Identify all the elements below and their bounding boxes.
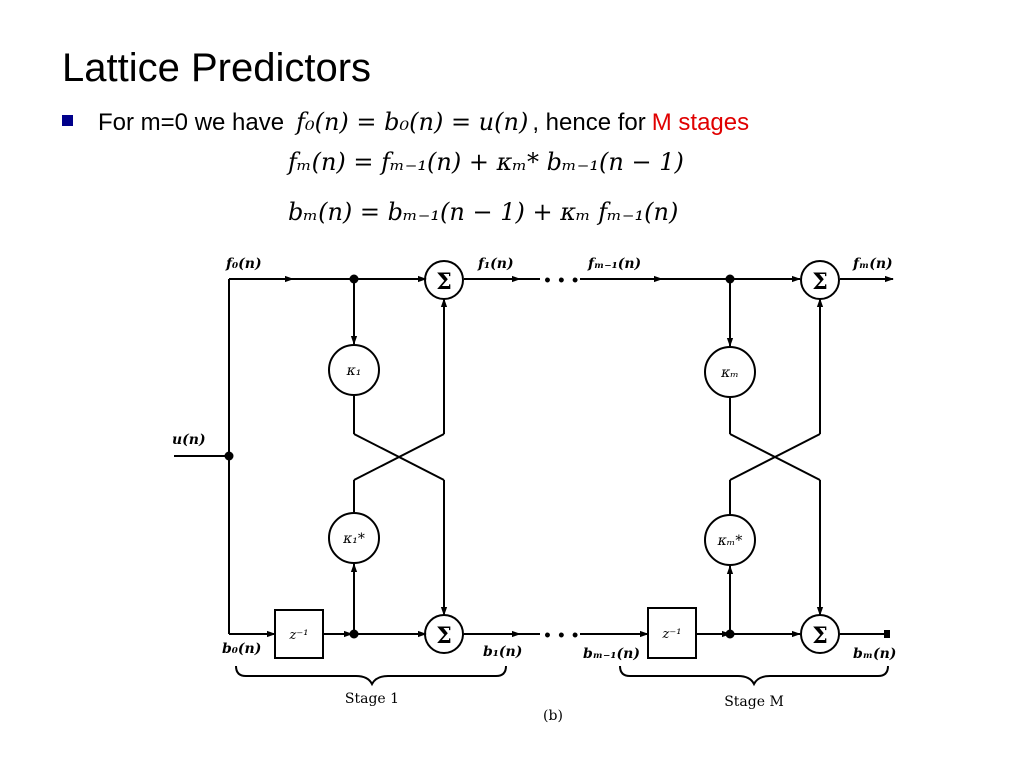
label-f0: f₀(n) xyxy=(225,256,262,272)
stage-1-brace xyxy=(235,665,507,687)
label-fM-1: fₘ₋₁(n) xyxy=(587,256,641,272)
sum-node xyxy=(424,260,464,300)
bullet-highlight: M stages xyxy=(651,109,750,136)
delay-box-stage-1 xyxy=(274,609,324,659)
sum-symbol: Σ xyxy=(436,623,452,649)
ellipsis-backward: • • • xyxy=(543,628,580,644)
junction-dot xyxy=(725,629,735,639)
label-fM: fₘ(n) xyxy=(852,256,893,272)
coefficient-k1-conj: κ₁* xyxy=(342,531,365,547)
label-b0: b₀(n) xyxy=(222,641,261,657)
bullet-square-icon xyxy=(62,115,73,126)
label-bM: bₘ(n) xyxy=(853,646,896,662)
sum-symbol: Σ xyxy=(812,623,828,649)
bullet-prefix: For m=0 we have xyxy=(98,109,285,136)
ellipsis-forward: • • • xyxy=(543,273,580,289)
coefficient-node-k1 xyxy=(328,344,380,396)
delay-box-stage-M xyxy=(647,607,697,659)
label-b1: b₁(n) xyxy=(483,644,522,660)
bullet-item: For m=0 we have f₀(n) = b₀(n) = u(n) , h… xyxy=(62,108,749,137)
stage-M-brace xyxy=(619,665,889,687)
sum-symbol: Σ xyxy=(436,269,452,295)
label-f1: f₁(n) xyxy=(477,256,514,272)
stage-M-label: Stage M xyxy=(724,694,784,710)
slide-title: Lattice Predictors xyxy=(62,46,372,90)
coefficient-kM: κₘ xyxy=(720,365,739,381)
wire xyxy=(729,433,821,481)
output-terminal xyxy=(884,630,890,638)
junction-dot xyxy=(725,274,735,284)
sum-node xyxy=(800,260,840,300)
junction-dot xyxy=(349,629,359,639)
delay-label: z⁻¹ xyxy=(662,627,682,642)
stage-1-label: Stage 1 xyxy=(345,691,399,707)
bullet-middle: , hence for xyxy=(532,109,646,136)
sum-node xyxy=(800,614,840,654)
wire xyxy=(353,433,445,481)
forward-equation: fₘ(n) = fₘ₋₁(n) + κₘ* bₘ₋₁(n − 1) xyxy=(288,148,684,176)
junction-dot xyxy=(349,274,359,284)
sum-symbol: Σ xyxy=(812,269,828,295)
figure-caption: (b) xyxy=(543,708,563,724)
backward-equation: bₘ(n) = bₘ₋₁(n − 1) + κₘ fₘ₋₁(n) xyxy=(288,198,679,226)
junction-dot xyxy=(224,451,234,461)
coefficient-node-kM-conj xyxy=(704,514,756,566)
coefficient-node-k1-conj xyxy=(328,512,380,564)
label-input-u: u(n) xyxy=(172,432,206,448)
label-bM-1: bₘ₋₁(n) xyxy=(583,646,640,662)
coefficient-k1: κ₁ xyxy=(346,363,362,379)
coefficient-kM-conj: κₘ* xyxy=(717,533,743,549)
coefficient-node-kM xyxy=(704,346,756,398)
delay-label: z⁻¹ xyxy=(289,628,309,643)
sum-node xyxy=(424,614,464,654)
inline-equation: f₀(n) = b₀(n) = u(n) xyxy=(296,108,529,136)
